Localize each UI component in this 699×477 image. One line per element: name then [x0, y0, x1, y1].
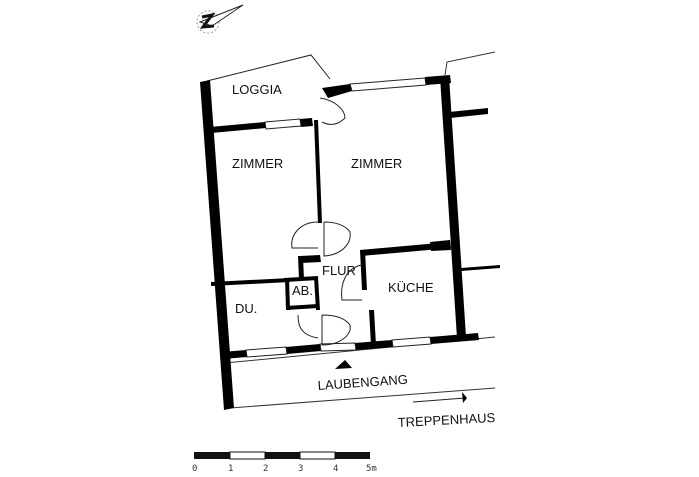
scale-tick-0: 0	[192, 464, 197, 474]
scale-tick-3: 3	[298, 464, 303, 474]
loggia-outline	[206, 54, 346, 125]
windows	[245, 77, 432, 358]
label-treppenhaus: TREPPENHAUS	[397, 410, 495, 430]
doors	[291, 221, 363, 346]
room-label-zimmer-left: ZIMMER	[232, 156, 283, 171]
treppenhaus-arrow-icon	[412, 392, 467, 403]
north-arrow-icon	[196, 4, 244, 34]
room-label-loggia: LOGGIA	[232, 82, 282, 97]
scale-tick-5: 5m	[366, 464, 377, 474]
room-label-flur: FLUR	[322, 263, 356, 278]
scale-tick-2: 2	[263, 464, 268, 474]
room-label-kueche: KÜCHE	[388, 280, 434, 295]
scale-tick-4: 4	[333, 464, 338, 474]
scale-tick-1: 1	[228, 464, 233, 474]
entrance-triangle-icon	[335, 360, 352, 369]
scale-bar: 0 1 2 3 4 5m	[192, 451, 377, 474]
room-label-zimmer-right: ZIMMER	[351, 156, 402, 171]
room-label-dusche: DU.	[235, 301, 257, 316]
walls	[200, 75, 500, 410]
label-laubengang: LAUBENGANG	[317, 372, 408, 393]
room-label-abstellraum: AB.	[292, 283, 313, 298]
